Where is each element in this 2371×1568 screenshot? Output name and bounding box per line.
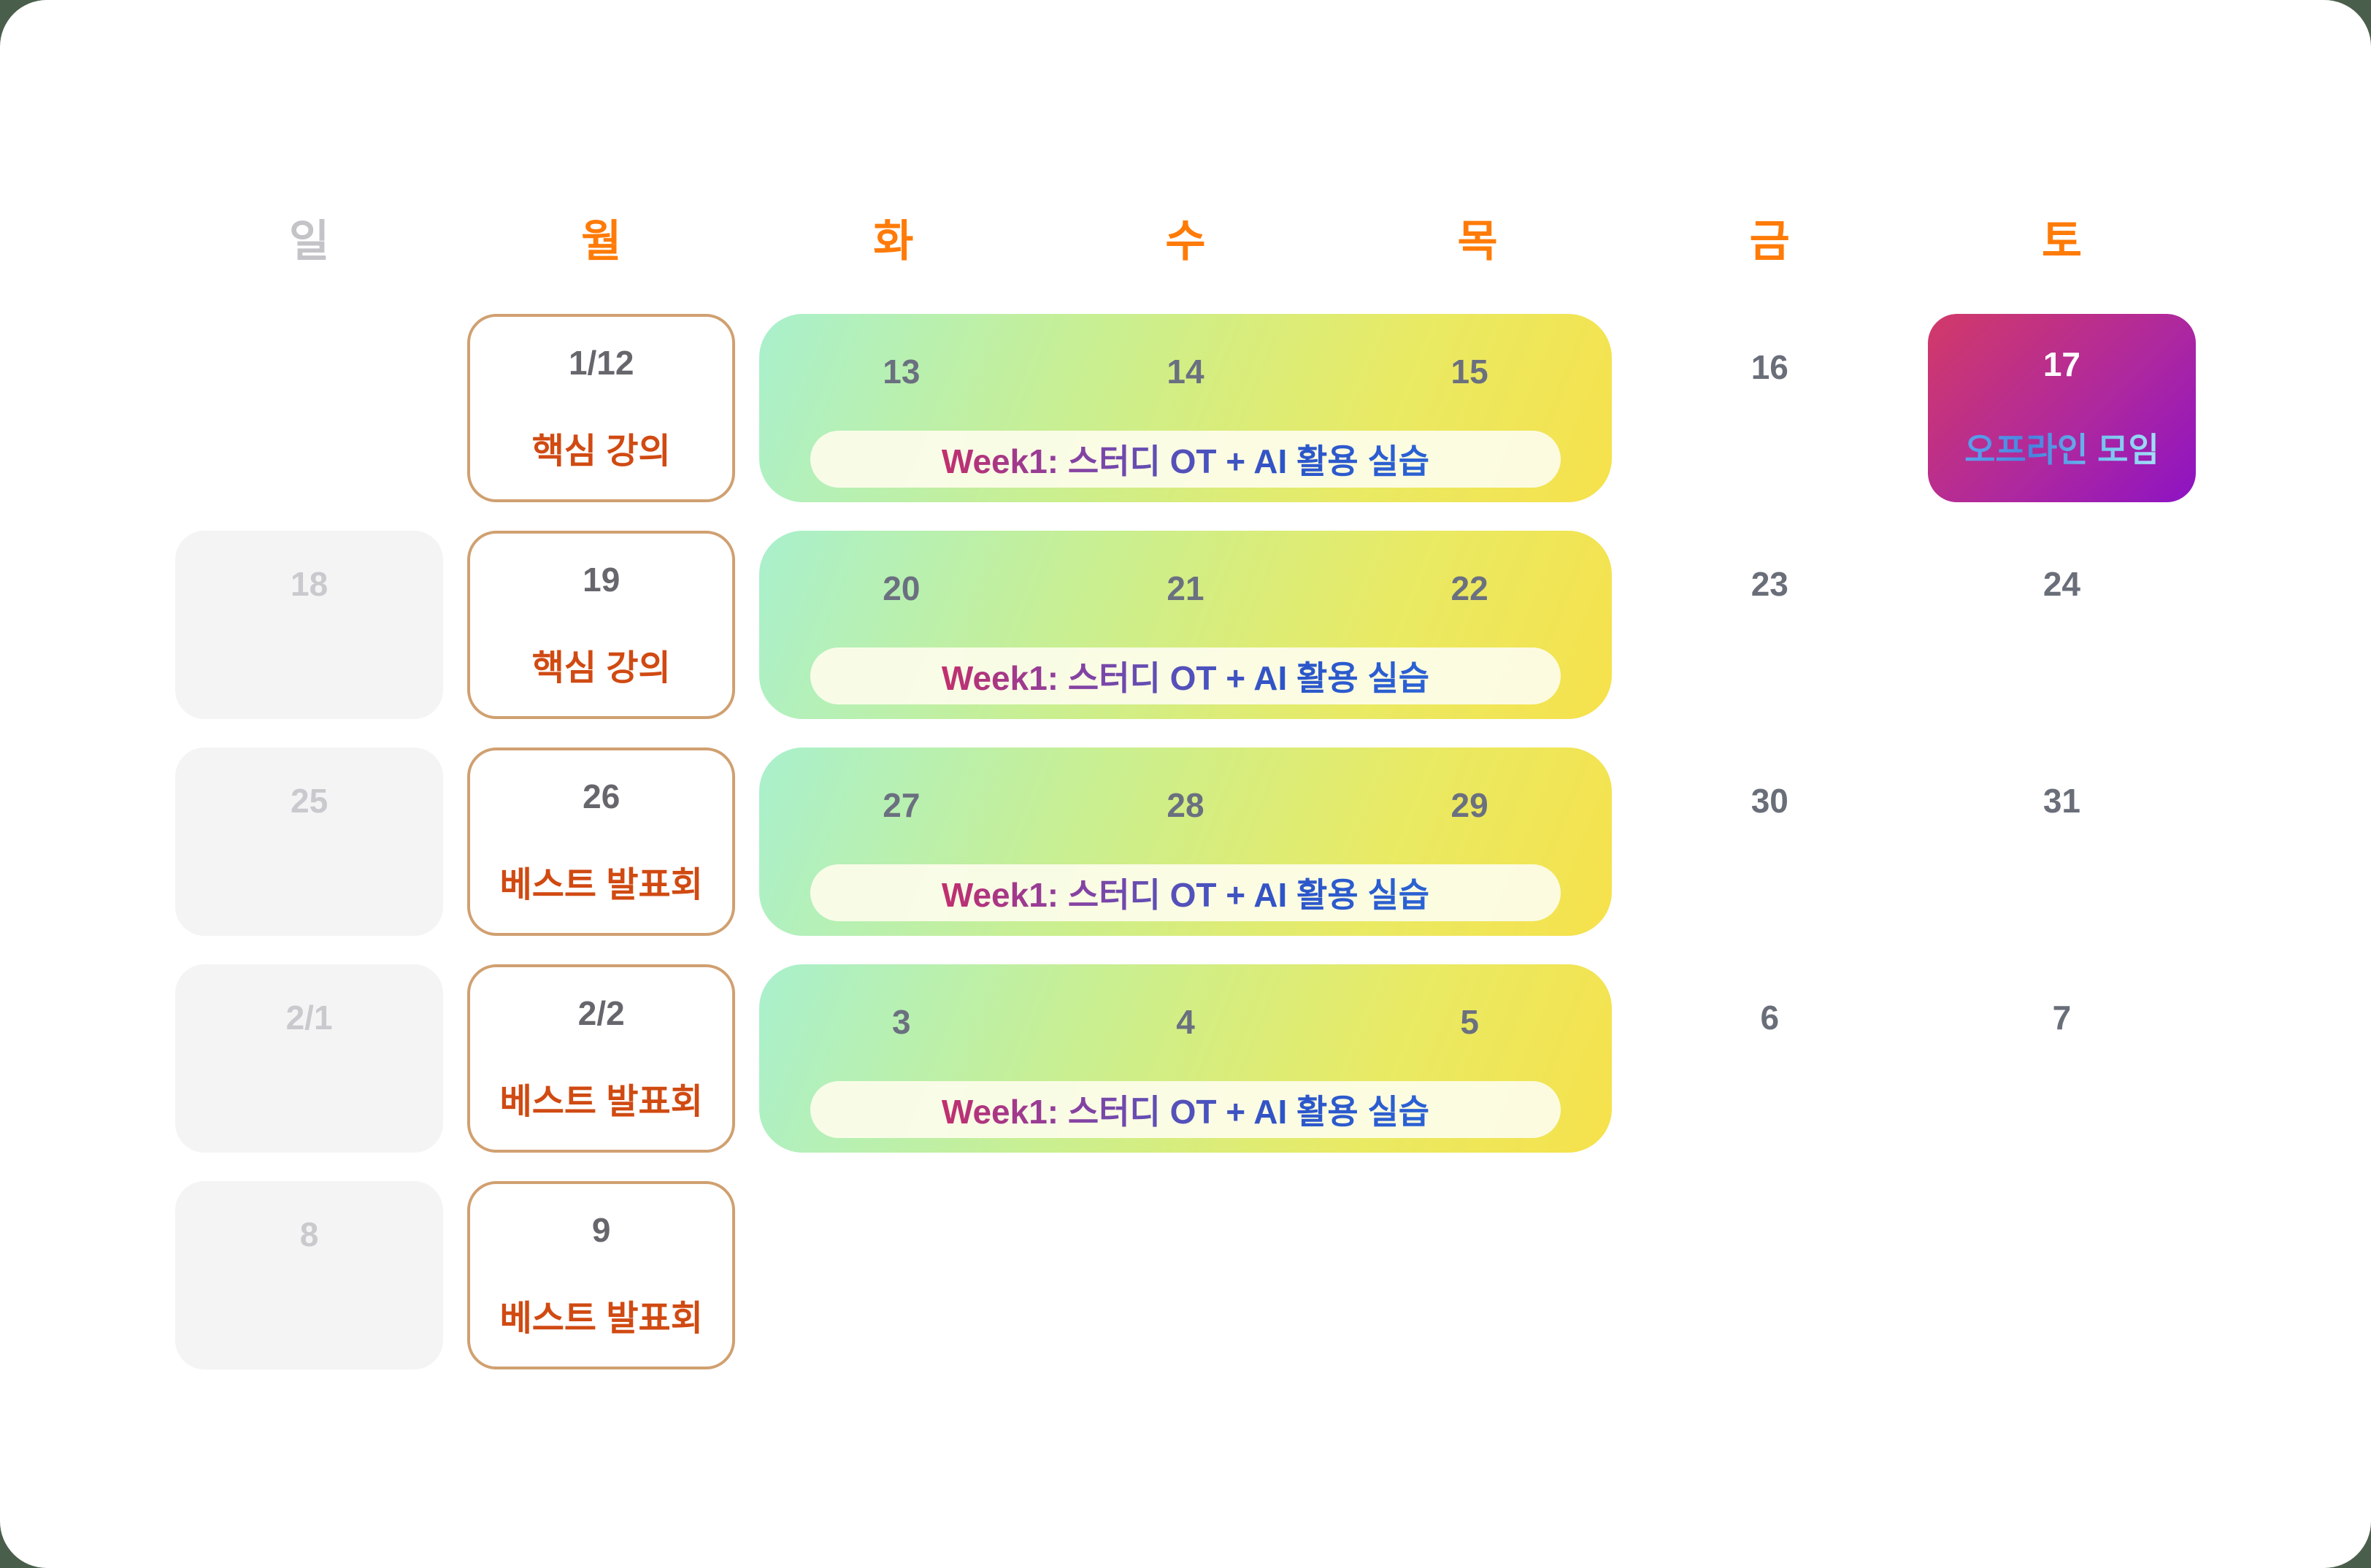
- empty-cell: [1636, 1181, 1904, 1369]
- weekday-fri: 금: [1749, 216, 1790, 266]
- day-date: 2/2: [577, 994, 625, 1032]
- week-event-block[interactable]: 27 28 29 Week1: 스터디 OT + AI 활용 실습: [759, 748, 1612, 936]
- day-date: 13: [883, 353, 921, 391]
- weekday-tue: 화: [873, 216, 914, 266]
- offline-meetup-card[interactable]: 17 오프라인 모임: [1927, 314, 2196, 502]
- day-date: 17: [2043, 345, 2080, 383]
- event-label: 핵심 강의: [531, 649, 671, 688]
- empty-sunday-cell: [175, 314, 443, 502]
- monday-event-card[interactable]: 19 핵심 강의: [467, 531, 736, 719]
- week-row-2: 18 19 핵심 강의 20 21 22 Week1: 스터디 OT + AI …: [175, 531, 2196, 719]
- day-date: 9: [591, 1211, 611, 1249]
- event-label: 베스트 발표회: [499, 1299, 703, 1338]
- empty-cell: [1928, 1181, 2196, 1369]
- day-date: 1/12: [568, 344, 634, 382]
- day-date: 15: [1450, 353, 1488, 391]
- block-dates: 3 4 5: [759, 1002, 1611, 1042]
- friday-day-number: 6: [1760, 999, 1780, 1037]
- week-label-pill: Week1: 스터디 OT + AI 활용 실습: [810, 647, 1561, 704]
- day-date: 21: [1167, 569, 1204, 607]
- monday-event-card[interactable]: 26 베스트 발표회: [467, 748, 736, 936]
- friday-day-number: 30: [1751, 782, 1788, 820]
- day-date: 28: [1167, 786, 1204, 824]
- week-label-text: Week1: 스터디 OT + AI 활용 실습: [942, 652, 1429, 700]
- day-date: 19: [583, 561, 620, 599]
- week-row-3: 25 26 베스트 발표회 27 28 29 Week1: 스터디 OT + A…: [175, 748, 2196, 936]
- week-event-block[interactable]: 3 4 5 Week1: 스터디 OT + AI 활용 실습: [759, 964, 1612, 1153]
- event-label: 베스트 발표회: [499, 1083, 703, 1121]
- day-date: 5: [1460, 1003, 1479, 1041]
- week-label-text: Week1: 스터디 OT + AI 활용 실습: [942, 1085, 1429, 1134]
- weekday-wed: 수: [1165, 216, 1206, 266]
- saturday-day-number: 7: [2052, 999, 2072, 1037]
- day-date: 3: [892, 1003, 911, 1041]
- day-date: 4: [1176, 1003, 1195, 1041]
- weekday-mon: 월: [581, 216, 622, 266]
- day-date: 22: [1450, 569, 1488, 607]
- block-dates: 27 28 29: [759, 785, 1611, 825]
- week-row-5: 8 9 베스트 발표회: [175, 1181, 2196, 1369]
- day-date: 26: [583, 777, 620, 815]
- past-sunday-cell: 25: [175, 748, 444, 936]
- friday-day-number: 23: [1751, 565, 1788, 603]
- day-date: 14: [1167, 353, 1204, 391]
- past-sunday-cell: 2/1: [175, 964, 444, 1153]
- event-label: 베스트 발표회: [499, 866, 703, 904]
- empty-cell: [1344, 1181, 1612, 1369]
- empty-cell: [759, 1181, 1027, 1369]
- event-label: 핵심 강의: [531, 432, 671, 471]
- day-date: 29: [1450, 786, 1488, 824]
- week-event-block[interactable]: 13 14 15 Week1: 스터디 OT + AI 활용 실습: [759, 314, 1612, 502]
- week-row-1: 1/12 핵심 강의 13 14 15 Week1: 스터디 OT + AI 활…: [175, 314, 2196, 502]
- weekday-sun: 일: [288, 216, 330, 266]
- weekday-header: 일 월 화 수 목 금 토: [175, 182, 2196, 292]
- block-dates: 20 21 22: [759, 569, 1611, 608]
- event-label: 오프라인 모임: [1964, 423, 2159, 472]
- week-label-text: Week1: 스터디 OT + AI 활용 실습: [942, 869, 1429, 917]
- week-event-block[interactable]: 20 21 22 Week1: 스터디 OT + AI 활용 실습: [759, 531, 1612, 719]
- saturday-day-number: 24: [2043, 565, 2080, 603]
- saturday-day-number: 31: [2043, 782, 2080, 820]
- empty-cell: [1051, 1181, 1319, 1369]
- week-label-pill: Week1: 스터디 OT + AI 활용 실습: [810, 1081, 1561, 1138]
- week-label-pill: Week1: 스터디 OT + AI 활용 실습: [810, 431, 1561, 488]
- day-date: 20: [883, 569, 921, 607]
- monday-event-card[interactable]: 1/12 핵심 강의: [467, 314, 736, 502]
- block-dates: 13 14 15: [759, 352, 1611, 391]
- friday-day-number: 16: [1751, 348, 1788, 386]
- week-label-text: Week1: 스터디 OT + AI 활용 실습: [942, 435, 1429, 483]
- day-date: 27: [883, 786, 921, 824]
- weekday-thu: 목: [1457, 216, 1498, 266]
- weekday-sat: 토: [2041, 216, 2083, 266]
- week-row-4: 2/1 2/2 베스트 발표회 3 4 5 Week1: 스터디 OT + AI…: [175, 964, 2196, 1153]
- past-sunday-cell: 18: [175, 531, 444, 719]
- schedule-calendar: 일 월 화 수 목 금 토 1/12 핵심 강의 13 14 15 Wee: [175, 182, 2196, 1369]
- monday-event-card[interactable]: 2/2 베스트 발표회: [467, 964, 736, 1153]
- week-label-pill: Week1: 스터디 OT + AI 활용 실습: [810, 864, 1561, 921]
- past-sunday-cell: 8: [175, 1181, 444, 1369]
- monday-event-card[interactable]: 9 베스트 발표회: [467, 1181, 736, 1369]
